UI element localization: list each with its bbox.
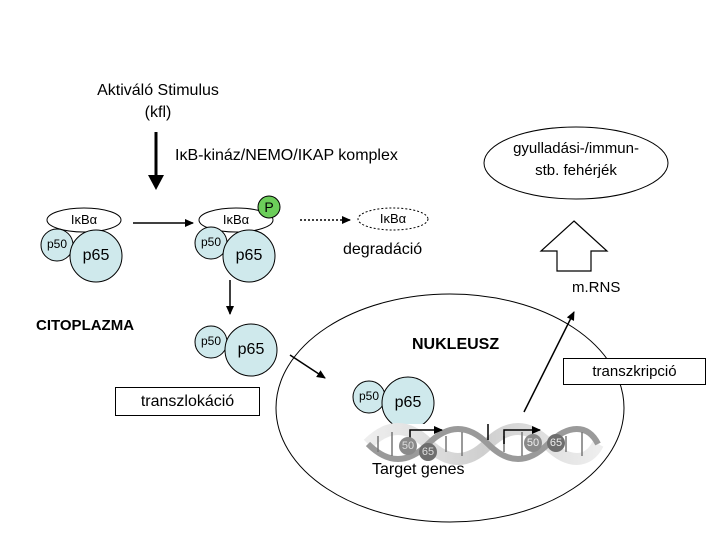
complex-label: IκB-kináz/NEMO/IKAP komplex (175, 147, 398, 164)
translocation-box: transzlokáció (115, 387, 260, 416)
ikba-middle-shape (198, 207, 274, 233)
dna-image (363, 423, 604, 465)
dna-65-right: 65 (549, 437, 563, 449)
translocation-arrow (289, 354, 326, 379)
p50-middle-label: p50 (200, 235, 222, 249)
p65-middle-label: p65 (235, 247, 263, 264)
p65-free-label: p65 (237, 341, 265, 358)
phospho-shape (257, 195, 281, 219)
target-genes-label: Target genes (372, 461, 465, 478)
dna-50-left: 50 (401, 440, 415, 452)
translocation-label: transzlokáció (140, 392, 235, 410)
proteins-label-line2: stb. fehérjék (535, 162, 617, 179)
ikba-degraded-shape (357, 207, 429, 231)
ikba-middle-label: IκBα (222, 212, 250, 227)
translation-hollow-arrow (539, 220, 609, 272)
nucleus-label: NUKLEUSZ (412, 336, 500, 353)
stimulus-label-line2: (kfl) (144, 104, 172, 121)
cytoplasm-label: CITOPLAZMA (36, 317, 135, 334)
p65-left-shape (69, 229, 123, 283)
p50-free-label: p50 (200, 334, 222, 348)
proteins-ellipse (483, 126, 669, 200)
p65-nuclear-label: p65 (394, 394, 422, 411)
dna-50-right: 50 (526, 437, 540, 449)
p65-middle-shape (222, 229, 276, 283)
ikba-left-label: IκBα (70, 212, 98, 227)
dna-65-left: 65 (421, 446, 435, 458)
stimulus-label-line1: Aktiváló Stimulus (97, 82, 219, 99)
mrna-label: m.RNS (572, 279, 621, 296)
transcription-box: transzkripció (563, 358, 706, 385)
degradation-label: degradáció (343, 241, 423, 258)
p65-free-shape (224, 323, 278, 377)
ikba-degraded-label: IκBα (379, 211, 407, 226)
phospho-label: P (264, 199, 274, 215)
stimulus-arrow-head (148, 175, 164, 190)
proteins-label-line1: gyulladási-/immun- (513, 140, 639, 157)
transcription-arrow (523, 311, 575, 413)
transcription-label: transzkripció (592, 363, 677, 380)
p50-left-label: p50 (46, 237, 68, 251)
nucleus-ellipse (275, 293, 625, 523)
p65-left-label: p65 (82, 247, 110, 264)
ikba-left-shape (46, 207, 122, 233)
p50-nuclear-label: p50 (358, 389, 380, 403)
